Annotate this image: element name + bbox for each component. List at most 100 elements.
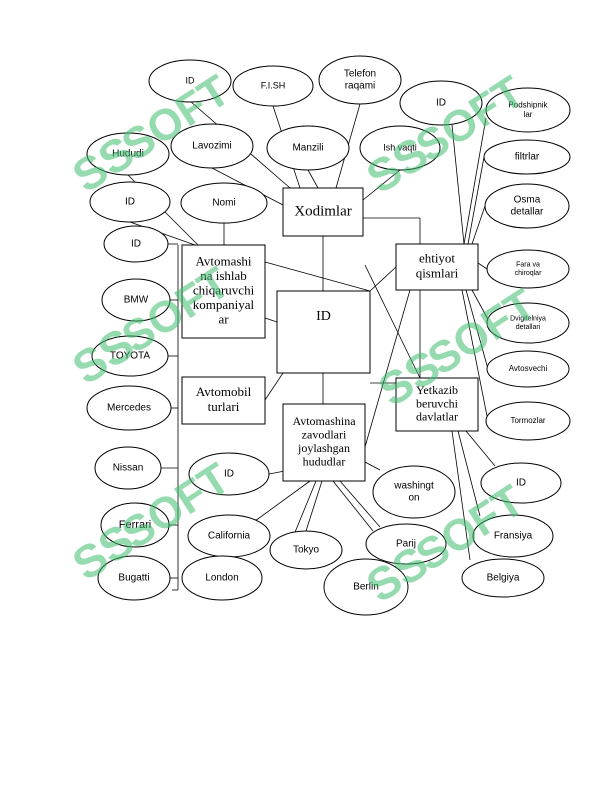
relationship-line (369, 266, 397, 292)
attribute-k-id-label: ID (125, 197, 135, 208)
attribute-h-id: ID (188, 452, 270, 496)
attribute-ellipse (399, 80, 483, 126)
attribute-t-id-label: ID (131, 239, 141, 250)
attribute-h-berlin: Berlin (323, 558, 409, 616)
entity-box (282, 403, 366, 482)
attribute-h-washington-label: on (408, 493, 419, 504)
relationship-line (471, 205, 486, 245)
attribute-x-ishvaqti-label: Ish vaqti (383, 142, 417, 152)
attribute-x-ishvaqti: Ish vaqti (359, 125, 441, 171)
attribute-t-id: ID (103, 225, 169, 263)
attribute-ellipse (461, 558, 545, 598)
attribute-ellipse (91, 335, 169, 377)
attribute-x-manzili: Manzili (266, 125, 350, 171)
entity-avtomashina-kompaniya-label: na ishlab (200, 268, 247, 283)
attribute-h-london-label: London (205, 573, 238, 584)
relationship-line (465, 289, 489, 370)
attribute-ellipse (486, 350, 570, 388)
attribute-y-id-label: ID (516, 478, 526, 489)
entity-avtomashina-kompaniya-label: chiqaruvchi (193, 282, 255, 297)
attribute-ellipse (318, 55, 402, 105)
relationship-line (477, 262, 488, 270)
attribute-e-dvigatel-label: Dvigitelniya (510, 316, 546, 323)
attribute-h-tokyo-label: Tokyo (293, 545, 320, 556)
attribute-e-tormozlar-label: Tormozlar (510, 416, 545, 425)
entity-zavod-hududlar-label: joylashgan (297, 441, 350, 455)
attribute-e-id-label: ID (436, 98, 446, 109)
entity-xodimlar-label: Xodimlar (294, 203, 352, 219)
attribute-ellipse (359, 125, 441, 171)
entity-zavod-hududlar-label: zavodlari (302, 428, 347, 442)
attribute-t-nissan: Nissan (94, 446, 162, 490)
relationship-line (463, 117, 487, 245)
attribute-ellipse (372, 465, 456, 519)
attribute-e-avtosvechi-label: Avtosvechi (509, 364, 548, 373)
attribute-t-bmw-label: BMW (124, 295, 149, 306)
attribute-ellipse (86, 385, 172, 431)
relationship-lines (127, 100, 496, 591)
attribute-e-tormozlar: Tormozlar (485, 401, 571, 441)
entity-zavod-hududlar-label: hududlar (303, 454, 346, 468)
entity-box (181, 376, 266, 425)
attribute-ellipse (94, 446, 162, 490)
attribute-x-telefon-label: raqami (345, 81, 376, 92)
relationship-line (364, 289, 411, 448)
entity-center-id-label: ID (316, 309, 331, 324)
attribute-ellipse (188, 452, 270, 496)
entity-ehtiyot-qismlari-label: ehtiyot (419, 251, 455, 266)
relationship-line (364, 461, 381, 471)
attribute-e-faralar-label: chiroqlar (515, 270, 543, 277)
attribute-h-parij: Parij (365, 523, 447, 565)
attribute-e-id: ID (399, 80, 483, 126)
entity-box (282, 187, 364, 237)
attribute-ellipse (323, 558, 409, 616)
attribute-t-bugatti-label: Bugatti (118, 573, 149, 584)
relationship-line (461, 289, 489, 422)
entity-avtomashina-kompaniya: Avtomashina ishlabchiqaruvchikompaniyala… (181, 244, 266, 339)
relationship-line (332, 480, 374, 532)
attribute-ellipse (486, 302, 570, 344)
attribute-ellipse (86, 132, 170, 176)
entity-avtomashina-kompaniya-label: kompaniyal (193, 297, 255, 312)
attribute-t-toyota-label: TOYOTA (110, 351, 151, 362)
attribute-ellipse (486, 249, 570, 289)
attribute-ellipse (181, 555, 263, 601)
attribute-ellipse (484, 183, 570, 229)
attribute-ellipse (480, 462, 562, 504)
relationship-line (264, 317, 278, 323)
entity-yetkazib-beruvchi-label: Yetkazib (416, 383, 458, 397)
attribute-ellipse (472, 514, 554, 558)
relationship-line (305, 480, 323, 532)
attribute-y-belgiya-label: Belgiya (487, 573, 520, 584)
attribute-x-fish: F.I.SH (232, 65, 314, 107)
attribute-x-id-label: ID (186, 75, 196, 85)
attribute-t-mercedes-label: Mercedes (107, 403, 151, 414)
attribute-h-tokyo: Tokyo (269, 530, 343, 570)
entity-avtomobil-turlari-label: Avtomobil (196, 384, 252, 399)
attribute-t-nissan-label: Nissan (113, 463, 144, 474)
attribute-k-nomi-label: Nomi (212, 198, 235, 209)
attribute-h-berlin-label: Berlin (353, 582, 379, 593)
attribute-e-filtrlar: filtrlar (483, 139, 571, 175)
attribute-e-dvigatel-label: detallari (516, 324, 541, 331)
attribute-e-podshipnik-label: Podshipnik (508, 100, 548, 109)
attribute-ellipse (180, 182, 268, 224)
attribute-ellipse (100, 502, 170, 548)
entity-avtomashina-kompaniya-label: ar (218, 312, 229, 327)
attribute-ellipse (103, 225, 169, 263)
attribute-ellipse (170, 123, 254, 169)
attribute-ellipse (148, 59, 232, 103)
attribute-t-bugatti: Bugatti (97, 555, 171, 601)
entity-box (276, 290, 371, 374)
relationship-line (362, 169, 401, 201)
attribute-ellipse (101, 278, 171, 322)
relationship-line (364, 264, 421, 379)
attribute-ellipse (485, 87, 571, 133)
relationship-line (467, 156, 485, 245)
attribute-e-avtosvechi: Avtosvechi (486, 350, 570, 388)
